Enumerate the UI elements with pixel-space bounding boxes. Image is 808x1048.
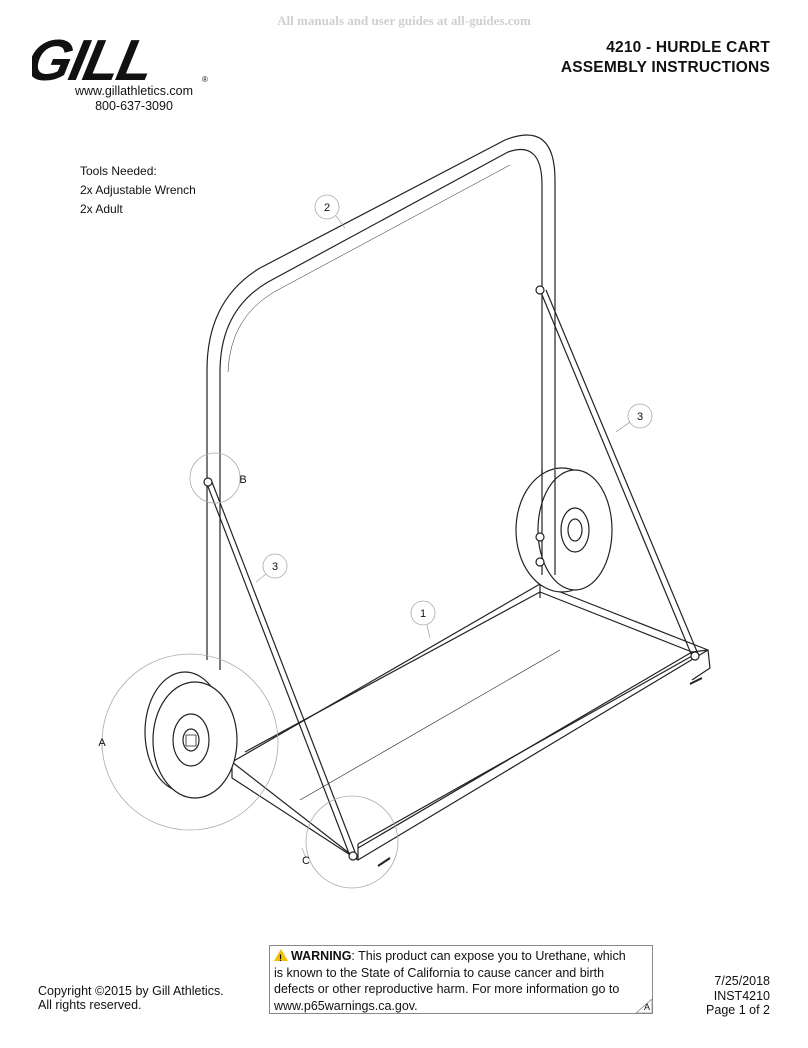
- callout-3-right: 3: [637, 411, 643, 423]
- callout-3-left: 3: [272, 561, 278, 573]
- detail-circle-c: [305, 795, 399, 889]
- revision-marker: A: [636, 999, 652, 1013]
- warning-line-2: is known to the State of California to c…: [274, 965, 605, 980]
- prop65-warning-box: !WARNING: This product can expose you to…: [269, 945, 653, 1014]
- page-number: Page 1 of 2: [706, 1003, 770, 1017]
- copyright: Copyright ©2015 by Gill Athletics. All r…: [38, 984, 224, 1012]
- callout-2: 2: [324, 202, 330, 214]
- base-tray: [231, 583, 711, 867]
- warning-line-3: defects or other reproductive harm. For …: [274, 982, 620, 996]
- brace-left: [206, 481, 356, 857]
- document-info: 7/25/2018 INST4210 Page 1 of 2: [706, 974, 770, 1018]
- revision-letter: A: [643, 1002, 650, 1012]
- detail-circle-b: [189, 452, 241, 504]
- tools-heading: Tools Needed:: [80, 164, 157, 178]
- detail-label-a: A: [98, 737, 106, 749]
- callout-circle-3-left: [262, 553, 288, 579]
- gill-logo: GILL ®: [32, 30, 208, 88]
- warning-line-1: : This product can expose you to Urethan…: [351, 949, 626, 963]
- doc-id: INST4210: [713, 988, 770, 1003]
- detail-label-c: C: [302, 855, 310, 867]
- svg-text:GILL: GILL: [32, 30, 158, 88]
- tool-item: 2x Adjustable Wrench: [80, 183, 196, 197]
- callout-circle-3-right: [627, 403, 653, 429]
- callout-1: 1: [420, 608, 426, 620]
- warning-label: WARNING: [291, 949, 352, 963]
- warning-line-4[interactable]: www.p65warnings.ca.gov.: [274, 998, 418, 1013]
- frame-handle: [206, 134, 556, 670]
- warning-triangle-icon: !: [274, 949, 288, 963]
- brace-right: [539, 289, 699, 657]
- copyright-line-2: All rights reserved.: [38, 998, 142, 1012]
- phone-number: 800-637-3090: [95, 99, 173, 113]
- page-title: 4210 - HURDLE CART ASSEMBLY INSTRUCTIONS: [561, 38, 770, 78]
- watermark: All manuals and user guides at all-guide…: [277, 13, 531, 28]
- wheel-right: [515, 467, 613, 593]
- website-link[interactable]: www.gillathletics.com: [74, 84, 194, 98]
- svg-text:®: ®: [202, 75, 208, 84]
- callout-circle-2: [314, 194, 340, 220]
- copyright-line-1: Copyright ©2015 by Gill Athletics.: [38, 984, 224, 998]
- title-line-1: 4210 - HURDLE CART: [606, 39, 770, 56]
- detail-label-b: B: [239, 474, 246, 486]
- tools-needed: Tools Needed: 2x Adjustable Wrench 2x Ad…: [80, 162, 196, 219]
- tool-item: 2x Adult: [80, 202, 123, 216]
- doc-date: 7/25/2018: [714, 974, 770, 988]
- wheel-left: [144, 671, 238, 799]
- title-line-2: ASSEMBLY INSTRUCTIONS: [560, 59, 770, 76]
- callout-circle-1: [410, 600, 436, 626]
- contact-info: www.gillathletics.com 800-637-3090: [44, 84, 224, 114]
- bolts: [203, 285, 700, 861]
